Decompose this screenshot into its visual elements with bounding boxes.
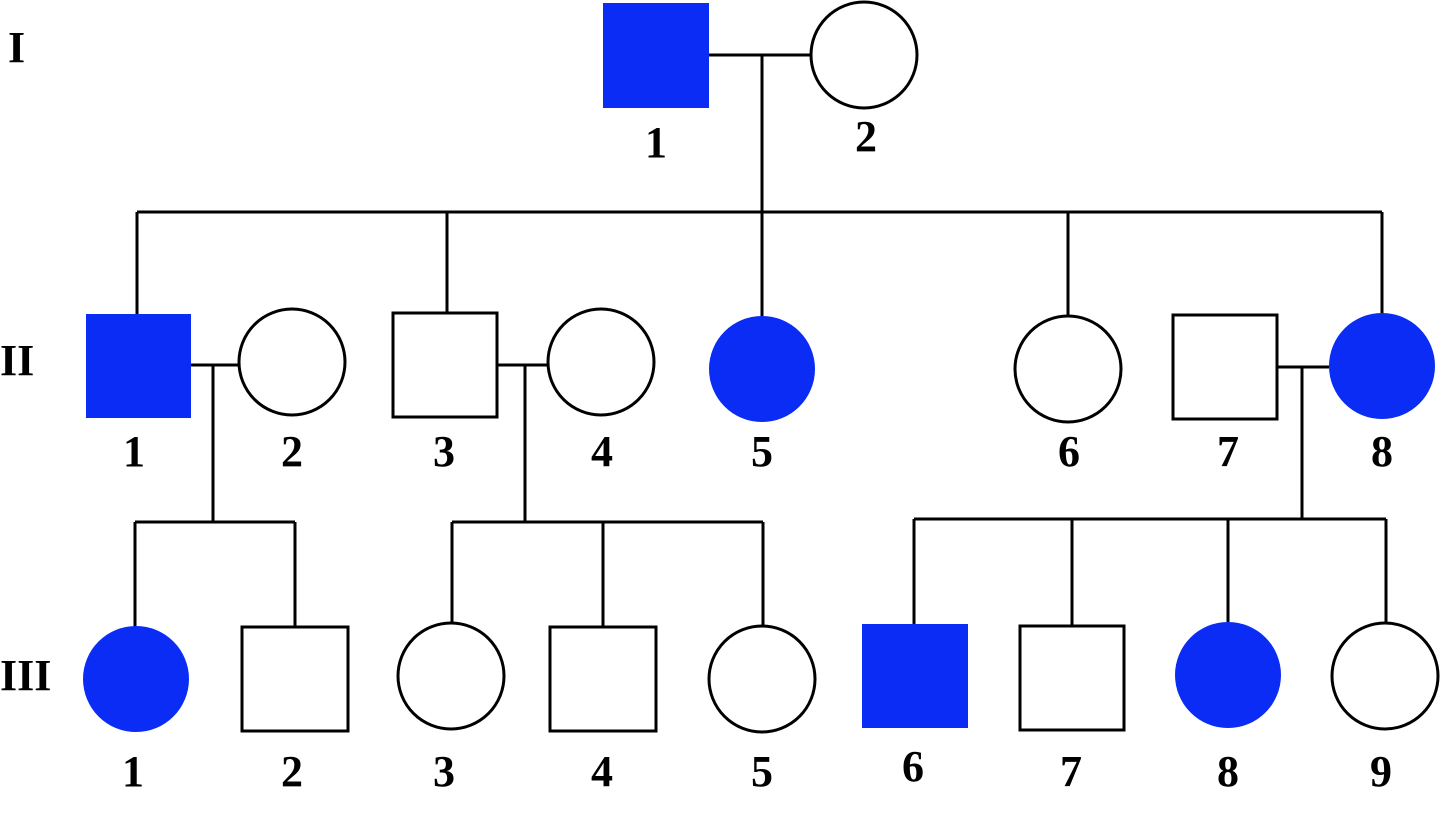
individual-II-1	[86, 314, 191, 418]
individual-I-2	[809, 0, 919, 110]
individual-label: 3	[433, 427, 455, 476]
individual-label: 6	[1058, 427, 1080, 476]
individual-II-5	[709, 316, 815, 422]
individual-III-8	[1175, 622, 1281, 728]
individual-III-9	[1330, 621, 1440, 731]
individual-label: 3	[433, 747, 455, 796]
individual-label: 6	[902, 742, 924, 791]
individual-label: 9	[1370, 747, 1392, 796]
individual-label: 8	[1371, 427, 1393, 476]
generation-3: 1 2 3 4 5 6 7 8 9	[83, 621, 1440, 796]
individual-label: 1	[645, 118, 667, 167]
individual-II-3	[391, 311, 499, 419]
individual-III-6	[862, 624, 968, 728]
individual-II-8	[1329, 313, 1435, 419]
individual-label: 4	[591, 747, 613, 796]
individual-II-7	[1171, 313, 1279, 421]
individual-III-7	[1018, 624, 1126, 732]
individual-III-2	[240, 625, 350, 733]
individual-label: 2	[281, 747, 303, 796]
individual-II-2	[237, 307, 347, 417]
individual-II-6	[1013, 314, 1123, 424]
generation-2: 1 2 3 4 5 6 7 8	[86, 307, 1435, 476]
individual-label: 1	[122, 747, 144, 796]
individual-label: 4	[591, 427, 613, 476]
generation-1: 1 2	[603, 0, 919, 167]
individual-III-3	[396, 621, 506, 731]
individual-III-1	[83, 626, 189, 732]
individual-label: 5	[751, 427, 773, 476]
pedigree-lines	[133, 53, 1388, 628]
individual-label: 5	[751, 747, 773, 796]
individual-III-5	[707, 624, 817, 734]
individual-label: 2	[281, 427, 303, 476]
individual-II-4	[546, 307, 656, 417]
generation-label-3: III	[0, 651, 51, 700]
individual-III-4	[548, 625, 658, 733]
generation-label-1: I	[8, 23, 25, 72]
individual-I-1	[603, 3, 709, 108]
generation-label-2: II	[0, 336, 34, 385]
individual-label: 7	[1217, 427, 1239, 476]
individual-label: 2	[855, 112, 877, 161]
individual-label: 7	[1060, 747, 1082, 796]
individual-label: 8	[1217, 747, 1239, 796]
individual-label: 1	[123, 427, 145, 476]
